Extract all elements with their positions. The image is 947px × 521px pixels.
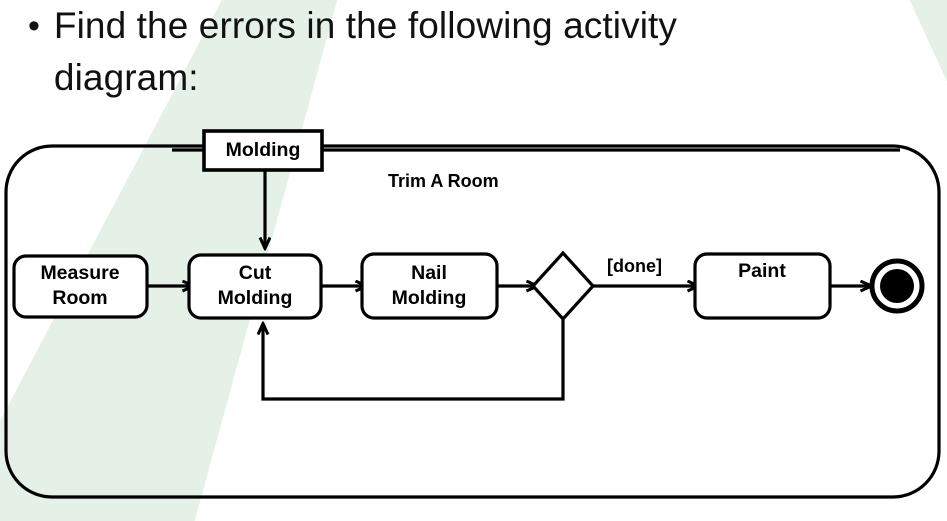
edge-decision-loopback — [263, 319, 565, 401]
activity-frame — [4, 144, 941, 499]
frame-label: Trim A Room — [388, 171, 499, 191]
node-cut-molding-label-line1: Cut — [239, 262, 272, 284]
signal-box-molding — [202, 129, 324, 172]
node-final-state-core — [880, 269, 914, 303]
page-title: Find the errors in the following activit… — [53, 5, 677, 98]
guard-label-done: [done] — [607, 256, 662, 276]
node-nail-molding-label-line1: Nail — [411, 262, 447, 284]
node-decision-diamond — [530, 250, 596, 322]
bullet-marker: • — [28, 7, 40, 45]
bullet-paragraph: • Find the errors in the following activ… — [28, 0, 828, 104]
node-measure-room-label-line2: Room — [52, 287, 107, 309]
node-cut-molding-label-line2: Molding — [218, 287, 293, 309]
node-paint-label: Paint — [738, 260, 786, 282]
signal-box-molding-label: Molding — [226, 139, 301, 161]
node-nail-molding-label-line2: Molding — [392, 287, 467, 309]
node-measure-room-label-line1: Measure — [40, 262, 119, 284]
